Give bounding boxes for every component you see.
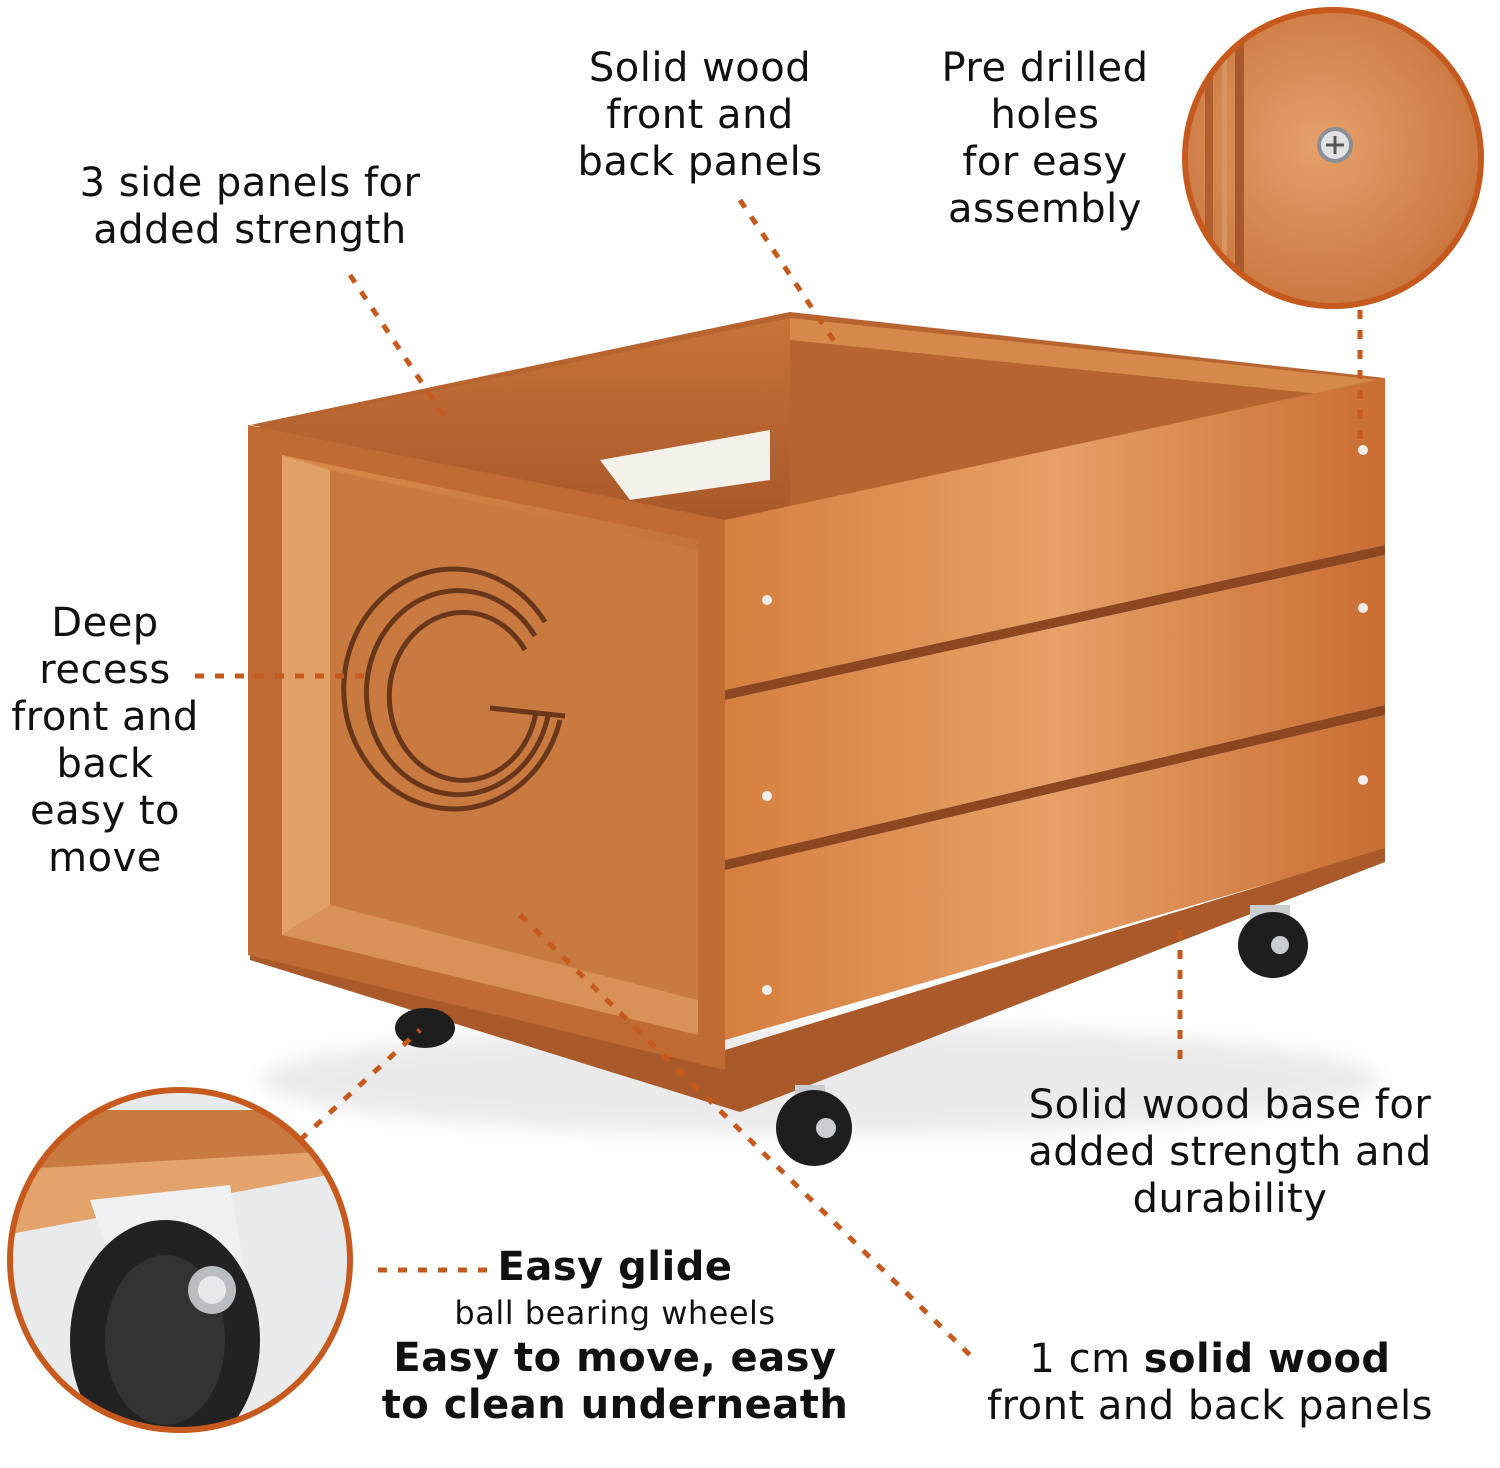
screw-closeup-icon: [1182, 7, 1484, 309]
label-line: holes: [990, 92, 1100, 138]
label-line: assembly: [948, 186, 1142, 232]
screw-hole: [762, 595, 772, 605]
label-one-cm: 1 cm solid wood front and back panels: [955, 1336, 1465, 1430]
label-line: added strength and: [1028, 1129, 1432, 1175]
caster-wheel-closeup-icon: [7, 1087, 353, 1433]
label-line: for easy: [962, 139, 1128, 185]
leader-lines: [195, 198, 1363, 1362]
screw-hole: [1358, 603, 1368, 613]
g-logo-icon: [341, 566, 566, 812]
label-solid-base: Solid wood base for added strength and d…: [990, 1082, 1470, 1223]
label-line: Solid wood base for: [1028, 1082, 1432, 1128]
screw-hole: [1358, 445, 1368, 455]
label-line: easy to: [29, 788, 180, 834]
label-line: move: [48, 835, 162, 881]
label-line: Solid wood: [588, 45, 812, 91]
crate-base: [250, 848, 1385, 1112]
label-line: front and: [11, 694, 199, 740]
label-line: Easy to move, easy: [393, 1335, 837, 1381]
label-line: back panels: [577, 139, 823, 185]
label-side-panels: 3 side panels for added strength: [40, 160, 460, 254]
label-line: 1 cm solid wood: [955, 1336, 1465, 1383]
label-line: added strength: [93, 207, 407, 253]
crate-wheel: [776, 1085, 852, 1166]
leader-1cm: [518, 913, 977, 1362]
leader-wheel: [298, 1028, 422, 1142]
label-line: Pre drilled: [941, 45, 1149, 91]
label-line: 3 side panels for: [79, 160, 421, 206]
crate-wheel: [1238, 905, 1308, 978]
screw-hole: [762, 791, 772, 801]
label-line: front and back panels: [987, 1383, 1433, 1429]
crate-front-panel: [248, 425, 725, 1070]
crate-side-panel: [725, 378, 1385, 1040]
label-line: to clean underneath: [381, 1382, 849, 1428]
label-title: Easy glide: [497, 1244, 733, 1290]
label-line: front and: [606, 92, 794, 138]
screw-hole: [1358, 775, 1368, 785]
label-deep-recess: Deep recess front and back easy to move: [0, 600, 210, 882]
label-solid-front-back: Solid wood front and back panels: [540, 45, 860, 186]
label-line: Deep: [51, 600, 159, 646]
label-pre-drilled: Pre drilled holes for easy assembly: [915, 45, 1175, 233]
label-line: durability: [1132, 1176, 1328, 1222]
label-prefix: 1 cm: [1029, 1336, 1144, 1382]
label-subtitle: ball bearing wheels: [454, 1294, 776, 1332]
label-bold: solid wood: [1143, 1336, 1391, 1382]
label-line: recess: [39, 647, 171, 693]
crate-wheel: [395, 1008, 455, 1048]
label-easy-glide: Easy glide ball bearing wheels Easy to m…: [375, 1244, 855, 1429]
label-line: back: [56, 741, 154, 787]
crate-back-panel: [250, 312, 1385, 520]
screw-hole: [762, 985, 772, 995]
